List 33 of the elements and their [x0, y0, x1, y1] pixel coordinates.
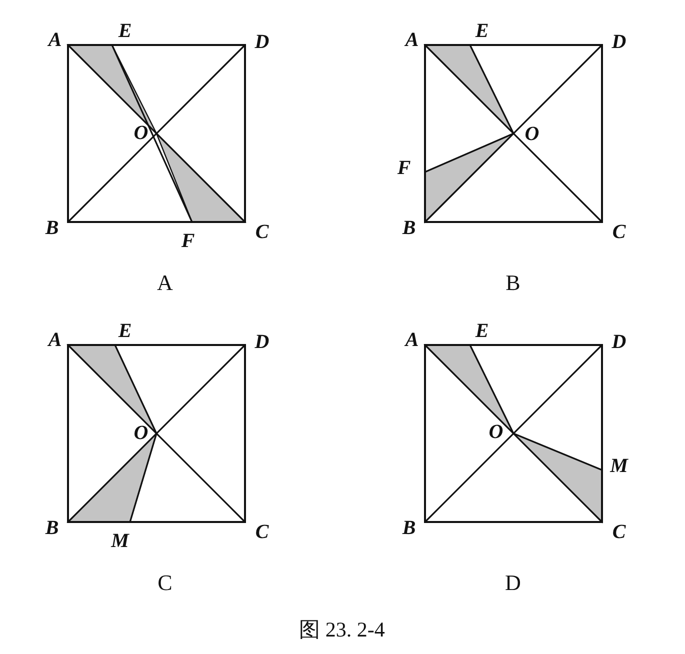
point-label: B — [402, 218, 416, 238]
point-label: B — [45, 518, 59, 538]
point-label: A — [48, 330, 62, 350]
point-label: D — [612, 332, 626, 352]
point-label: C — [255, 222, 269, 242]
point-label: F — [181, 231, 195, 251]
point-label: A — [405, 330, 419, 350]
point-label: F — [397, 158, 411, 178]
panel-label: C — [158, 572, 172, 594]
point-label: E — [475, 21, 489, 41]
point-label: D — [254, 332, 270, 352]
panel-label: A — [157, 272, 173, 294]
figure-caption: 图 23. 2-4 — [299, 620, 385, 640]
point-label: O — [134, 423, 148, 443]
point-label: C — [612, 222, 626, 242]
point-label: D — [612, 32, 626, 52]
point-label: E — [475, 321, 489, 341]
point-label: C — [612, 522, 626, 542]
panel-label: D — [505, 572, 521, 594]
point-label: A — [48, 30, 62, 50]
point-label: M — [610, 456, 628, 476]
point-label: B — [45, 218, 59, 238]
point-label: B — [402, 518, 416, 538]
point-label: O — [488, 422, 504, 442]
point-label: O — [524, 124, 540, 144]
point-label: E — [118, 321, 132, 341]
point-label: A — [405, 30, 419, 50]
point-label: E — [118, 21, 132, 41]
point-label: M — [111, 531, 129, 551]
point-label: C — [255, 522, 269, 542]
point-label: O — [134, 123, 148, 143]
point-label: D — [254, 32, 270, 52]
panel-label: B — [506, 272, 520, 294]
